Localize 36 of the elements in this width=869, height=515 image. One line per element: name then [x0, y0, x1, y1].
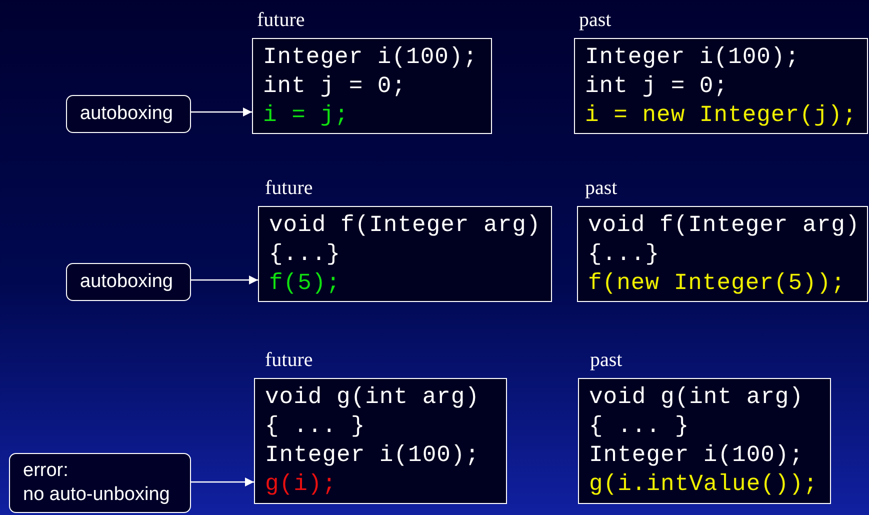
code-line: {...} [588, 240, 661, 268]
column-heading: future [257, 9, 305, 32]
code-line: f(new Integer(5)); [588, 268, 846, 298]
code-line: { ... } [265, 412, 366, 441]
code-line: void g(int arg) [265, 383, 481, 412]
label-box [66, 95, 191, 133]
label-box [9, 453, 191, 513]
code-line: void f(Integer arg) [588, 210, 857, 240]
code-line: f(5); [269, 268, 342, 298]
code-line: i = j; [263, 100, 350, 130]
arrow [191, 478, 254, 486]
code-line: { ... } [589, 412, 690, 441]
code-line: int j = 0; [585, 72, 730, 100]
code-line: void f(Integer arg) [269, 210, 541, 240]
label-box [66, 263, 191, 301]
code-line: int j = 0; [263, 72, 408, 100]
arrow [191, 276, 258, 284]
label-text: no auto-unboxing [23, 483, 171, 507]
code-line: Integer i(100); [265, 441, 481, 470]
code-line: {...} [269, 240, 342, 268]
code-line: void g(int arg) [589, 383, 805, 412]
column-heading: future [265, 349, 313, 372]
column-heading: future [265, 177, 313, 200]
column-heading: past [590, 349, 622, 372]
column-heading: past [579, 9, 612, 32]
code-line: Integer i(100); [263, 42, 479, 72]
code-line: Integer i(100); [589, 441, 805, 470]
label-text: error: [23, 459, 70, 483]
column-heading: past [585, 177, 618, 200]
arrow [191, 108, 252, 116]
label-text: autoboxing [80, 102, 174, 126]
label-text: autoboxing [80, 270, 174, 294]
code-line: g(i.intValue()); [589, 470, 819, 499]
code-line: Integer i(100); [585, 42, 801, 72]
code-line: g(i); [265, 470, 338, 499]
code-line: i = new Integer(j); [585, 100, 857, 130]
